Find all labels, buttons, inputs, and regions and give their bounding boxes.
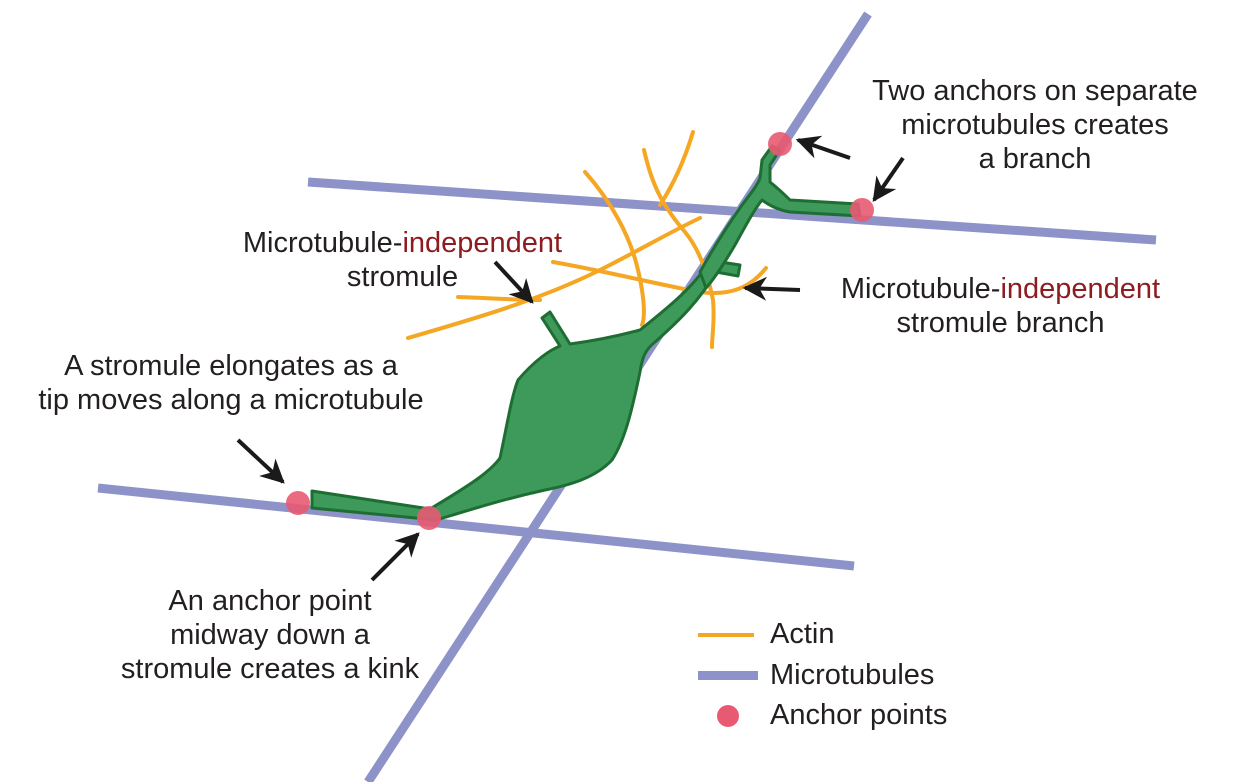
label-line: a branch: [840, 142, 1230, 176]
actin-filament: [660, 132, 693, 205]
microtubule-swatch-icon: [698, 671, 758, 680]
label-elongates: A stromule elongates as a tip moves alon…: [0, 349, 462, 417]
anchor-swatch-icon: [717, 705, 739, 727]
label-line: Two anchors on separate: [840, 74, 1230, 108]
legend: Actin Microtubules Anchor points: [694, 617, 994, 737]
legend-item-actin: Actin: [694, 617, 994, 651]
label-prefix: Microtubule-: [243, 227, 403, 259]
label-line: stromule branch: [808, 306, 1193, 340]
label-prefix: Microtubule-: [841, 273, 1001, 305]
anchor-point: [417, 506, 441, 530]
arrow-icon: [372, 534, 418, 580]
actin-swatch-icon: [698, 633, 754, 637]
legend-label: Anchor points: [770, 698, 947, 732]
label-mt-independent-branch: Microtubule-independent stromule branch: [808, 272, 1193, 340]
arrow-icon: [745, 288, 800, 290]
legend-label: Actin: [770, 617, 834, 651]
label-line: Microtubule-independent: [808, 272, 1193, 306]
label-line: stromule creates a kink: [70, 652, 470, 686]
label-highlight: independent: [402, 227, 562, 259]
label-line: An anchor point: [70, 584, 470, 618]
anchor-point: [768, 132, 792, 156]
label-two-anchors: Two anchors on separate microtubules cre…: [840, 74, 1230, 176]
anchor-point: [286, 491, 310, 515]
anchor-point: [850, 198, 874, 222]
label-kink: An anchor point midway down a stromule c…: [70, 584, 470, 686]
label-line: A stromule elongates as a: [0, 349, 462, 383]
label-line: microtubules creates: [840, 108, 1230, 142]
arrow-icon: [238, 440, 283, 482]
label-line: stromule: [210, 260, 595, 294]
legend-label: Microtubules: [770, 658, 934, 692]
label-mt-independent-stromule: Microtubule-independent stromule: [210, 226, 595, 294]
label-line: midway down a: [70, 618, 470, 652]
label-line: tip moves along a microtubule: [0, 383, 462, 417]
legend-item-anchors: Anchor points: [694, 698, 994, 732]
label-line: Microtubule-independent: [210, 226, 595, 260]
legend-item-microtubules: Microtubules: [694, 658, 994, 692]
label-highlight: independent: [1000, 273, 1160, 305]
